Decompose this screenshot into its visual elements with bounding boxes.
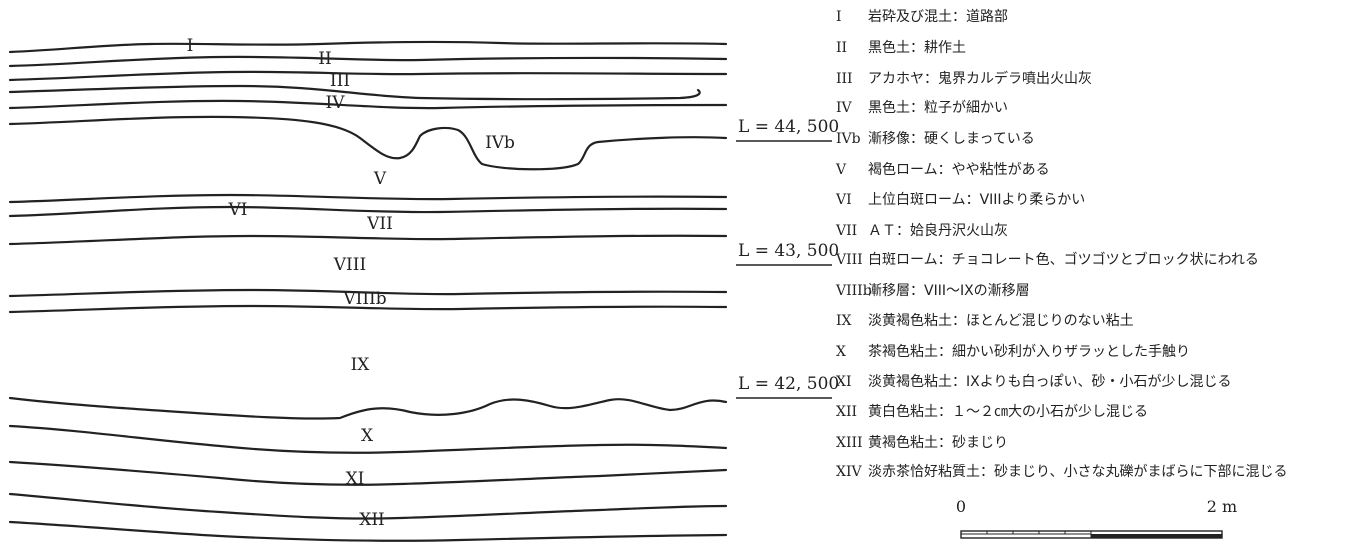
boundary-line [8, 424, 728, 454]
layer-label: IV [326, 93, 346, 113]
legend-text: ＡＴ：姶良丹沢火山灰 [868, 223, 1008, 239]
legend-text: 淡赤茶恰好粘質土：砂まじり、小さな丸礫がまばらに下部に混じる [868, 464, 1287, 480]
legend-number: II [836, 40, 847, 56]
legend-text: 黒色土：耕作土 [868, 39, 966, 56]
legend-text: 岩砕及び混土：道路部 [868, 9, 1008, 25]
legend-text: 褐色ローム：やや粘性がある [868, 161, 1050, 178]
scale-bar: 0 2 m [956, 497, 1237, 539]
boundary-line [8, 70, 728, 82]
scale-bar-fill [1091, 534, 1222, 538]
legend-text: 黄褐色粘土：砂まじり [868, 434, 1008, 451]
scale-end-label: 2 m [1207, 497, 1237, 516]
layer-label: XI [346, 469, 365, 489]
legend-text: アカホヤ：鬼界カルデラ噴出火山灰 [868, 70, 1092, 87]
legend-number: VI [835, 192, 852, 208]
layer-label: V [373, 169, 387, 189]
legend-number: V [835, 162, 847, 178]
elevation-label: L = 42, 500 [738, 374, 839, 394]
boundary-line [8, 396, 728, 420]
scale-start-label: 0 [956, 497, 966, 516]
legend-text: 漸移像：硬くしまっている [868, 131, 1035, 147]
legend: I 岩砕及び混土：道路部 II 黒色土：耕作土 III アカホヤ：鬼界カルデラ噴… [835, 9, 1287, 480]
layer-label: VII [366, 214, 393, 234]
layer-labels: I II III IV IVb V VI VII VIII VIIIb IX X… [187, 36, 515, 530]
boundary-line [8, 99, 728, 110]
legend-number: VII [835, 223, 857, 239]
boundary-line [8, 193, 728, 204]
elevation-label: L = 44, 500 [738, 117, 839, 137]
boundary-line [8, 205, 728, 218]
layer-label: I [187, 36, 194, 56]
boundary-line [8, 234, 728, 246]
elevation-markers: L = 44, 500 L = 43, 500 L = 42, 500 [736, 117, 839, 399]
boundary-line [8, 520, 728, 542]
boundary-line [8, 55, 728, 68]
boundary-line [8, 492, 728, 520]
legend-number: IVb [836, 131, 861, 147]
boundary-line [8, 40, 728, 54]
legend-text: 黒色土：粒子が細かい [868, 99, 1008, 116]
legend-number: VIII [835, 252, 863, 268]
legend-number: XI [836, 374, 852, 390]
layer-label: VI [228, 200, 248, 220]
legend-text: 上位白斑ローム：VIIIより柔らかい [868, 192, 1085, 208]
legend-number: III [836, 71, 853, 87]
boundary-line [8, 460, 728, 486]
legend-text: 漸移層：VIII〜IXの漸移層 [868, 283, 1030, 299]
boundary-line [8, 84, 701, 101]
legend-number: I [836, 9, 842, 25]
legend-text: 黄白色粘土：１〜２㎝大の小石が少し混じる [868, 403, 1148, 420]
layer-label: VIIIb [342, 289, 386, 309]
layer-label: II [318, 49, 331, 69]
boundary-line [8, 288, 728, 298]
layer-label: VIII [333, 255, 366, 275]
layer-boundaries [8, 40, 728, 542]
legend-number: VIIIb [835, 283, 872, 299]
legend-text: 淡黄褐色粘土：ほとんど混じりのない粘土 [868, 312, 1134, 329]
layer-label: III [330, 71, 350, 91]
legend-number: XII [836, 404, 857, 420]
legend-text: 茶褐色粘土：細かい砂利が入りザラッとした手触り [868, 343, 1190, 360]
legend-number: IX [836, 313, 852, 329]
boundary-line [8, 304, 728, 314]
legend-text: 白斑ローム：チョコレート色、ゴツゴツとブロック状にわれる [868, 251, 1259, 268]
layer-label: XII [359, 510, 385, 530]
elevation-label: L = 43, 500 [738, 241, 839, 261]
layer-label: IX [351, 355, 371, 375]
boundary-line [8, 115, 728, 171]
legend-number: IV [836, 100, 853, 116]
legend-number: XIII [836, 435, 863, 451]
layer-label: IVb [485, 133, 515, 153]
legend-number: X [836, 344, 846, 360]
layer-label: X [361, 426, 374, 446]
legend-text: 淡黄褐色粘土：IXよりも白っぽい、砂・小石が少し混じる [868, 373, 1231, 390]
legend-number: XIV [836, 464, 862, 480]
